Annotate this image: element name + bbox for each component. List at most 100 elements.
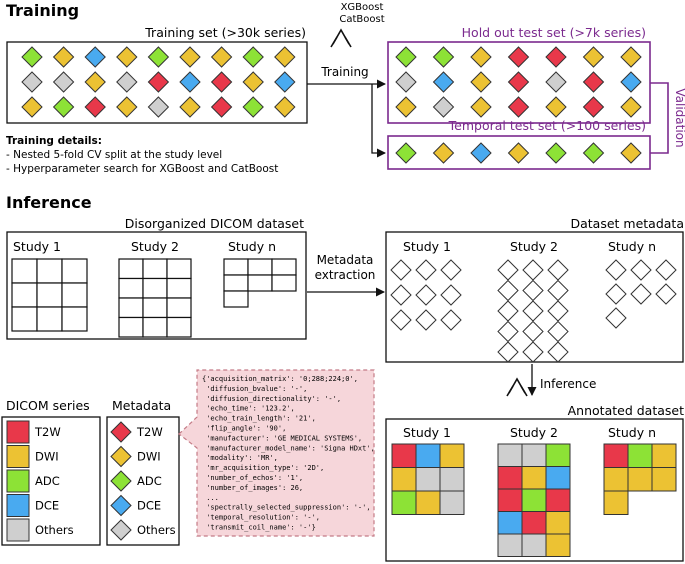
temporal-arrow [371, 84, 386, 158]
series-diamond-adc [242, 96, 264, 118]
series-diamond-adc [395, 46, 417, 68]
series-diamond-dwi [395, 96, 417, 118]
series-diamond-dwi [470, 71, 492, 93]
series-diamond-dwi [620, 46, 642, 68]
metadata-diamond [605, 307, 627, 329]
metadata-diamond [415, 284, 437, 306]
metadata-note-line: 'temporal_resolution': '-', [202, 514, 320, 522]
inference-heading: Inference [6, 193, 92, 212]
annotated-cell-others [521, 533, 547, 557]
metadata-legend-box [106, 416, 180, 546]
metadata-diamond [497, 279, 519, 302]
annotated-cell-others [439, 467, 465, 492]
series-diamond-dwi [470, 96, 492, 118]
legend-label-dce: DCE [35, 499, 59, 513]
model-tree-icon [506, 377, 528, 397]
image-cell [142, 316, 168, 338]
image-cell [61, 306, 88, 332]
image-cell [271, 258, 297, 276]
series-diamond-adc [545, 142, 567, 164]
metadata-diamond [547, 300, 569, 322]
metadata-diamond [415, 259, 437, 281]
metadata-diamond [390, 259, 412, 281]
metadata-extraction-label: Metadata [317, 253, 374, 267]
image-cell [166, 316, 192, 338]
training-set-title: Training set (>30k series) [144, 25, 306, 40]
image-cell [11, 258, 38, 284]
series-diamond-dwi [582, 46, 605, 68]
image-cell [166, 258, 192, 280]
metadata-note-text: {'acquisition_matrix': '0;288;224;0', 'd… [202, 375, 375, 532]
study-label: Study n [228, 239, 276, 254]
metadata-note-line: 'manufacturer_model_name': 'Signa HDxt', [202, 444, 375, 452]
series-diamond-t2w [210, 71, 233, 93]
series-diamond-dwi [620, 96, 642, 118]
model-name-xgboost: XGBoost [341, 2, 384, 13]
series-diamond-dce [179, 71, 201, 93]
image-cell [118, 277, 144, 299]
series-diamond-dwi [620, 142, 642, 164]
annotated-cell-dwi [415, 490, 441, 515]
series-diamond-others [116, 71, 138, 93]
series-diamond-t2w [582, 96, 605, 118]
series-diamond-t2w [84, 96, 106, 118]
image-cell [247, 274, 273, 292]
series-diamond-t2w [147, 71, 170, 93]
metadata-note-line: 'number_of_echos': '1', [202, 474, 303, 482]
series-diamond-adc [395, 142, 417, 164]
metadata-diamond [497, 300, 519, 322]
metadata-diamond [547, 259, 569, 281]
image-cell [118, 258, 144, 280]
image-cell [166, 297, 192, 319]
annotated-cell-dwi [651, 443, 677, 468]
metadata-note-line: 'manufacturer': 'GE MEDICAL SYSTEMS', [202, 434, 362, 442]
image-cell [223, 258, 249, 276]
legend-diamond-others [110, 519, 132, 541]
series-diamond-others [147, 96, 170, 118]
metadata-diamond [390, 309, 412, 331]
annotated-cell-adc [521, 488, 547, 512]
legend-swatch-adc [6, 469, 30, 493]
model-tree-icon [330, 28, 352, 48]
annotated-cell-dwi [603, 467, 629, 492]
metadata-diamond [497, 259, 519, 281]
annotated-cell-others [439, 490, 465, 515]
image-cell [223, 274, 249, 292]
annotated-dataset-title: Annotated dataset [568, 403, 684, 418]
temporal-set-row [395, 142, 642, 164]
series-diamond-dwi [116, 96, 138, 118]
image-cell [61, 282, 88, 308]
annotated-cell-adc [627, 443, 653, 468]
study-label: Study 1 [13, 239, 61, 254]
image-cell [166, 277, 192, 299]
metadata-note-line: 'flip_angle': '90', [202, 425, 286, 433]
annotated-cell-dwi [545, 533, 571, 557]
metadata-note-line: 'modality': 'MR', [202, 454, 278, 462]
legend-swatch-dce [6, 494, 30, 517]
series-diamond-dwi [507, 142, 530, 164]
metadata-diamond [522, 341, 544, 363]
training-set-box [6, 41, 308, 124]
annotated-cell-t2w [603, 443, 629, 468]
metadata-note-line: 'diffusion_bvalue': '-', [202, 385, 307, 393]
annotated-cell-adc [391, 490, 417, 515]
annotated-cell-others [497, 533, 523, 557]
image-cell [223, 290, 249, 308]
series-diamond-others [545, 71, 567, 93]
validation-bracket [650, 82, 669, 154]
metadata-note-line: 'transmit_coil_name': '-'} [202, 524, 316, 532]
metadata-note-line: 'echo_train_length': '21', [202, 415, 316, 423]
annotated-cell-dwi [521, 466, 547, 490]
series-diamond-dwi [116, 46, 138, 68]
image-cell [247, 258, 273, 276]
series-diamond-dce [274, 71, 296, 93]
annotated-cell-t2w [497, 488, 523, 512]
legend-label-others: Others [35, 523, 74, 537]
annotated-cell-others [497, 443, 523, 467]
image-cell [11, 282, 38, 308]
metadata-diamond [547, 341, 569, 363]
validation-label: Validation [673, 88, 685, 147]
metadata-diamond [522, 300, 544, 322]
series-diamond-others [395, 71, 417, 93]
